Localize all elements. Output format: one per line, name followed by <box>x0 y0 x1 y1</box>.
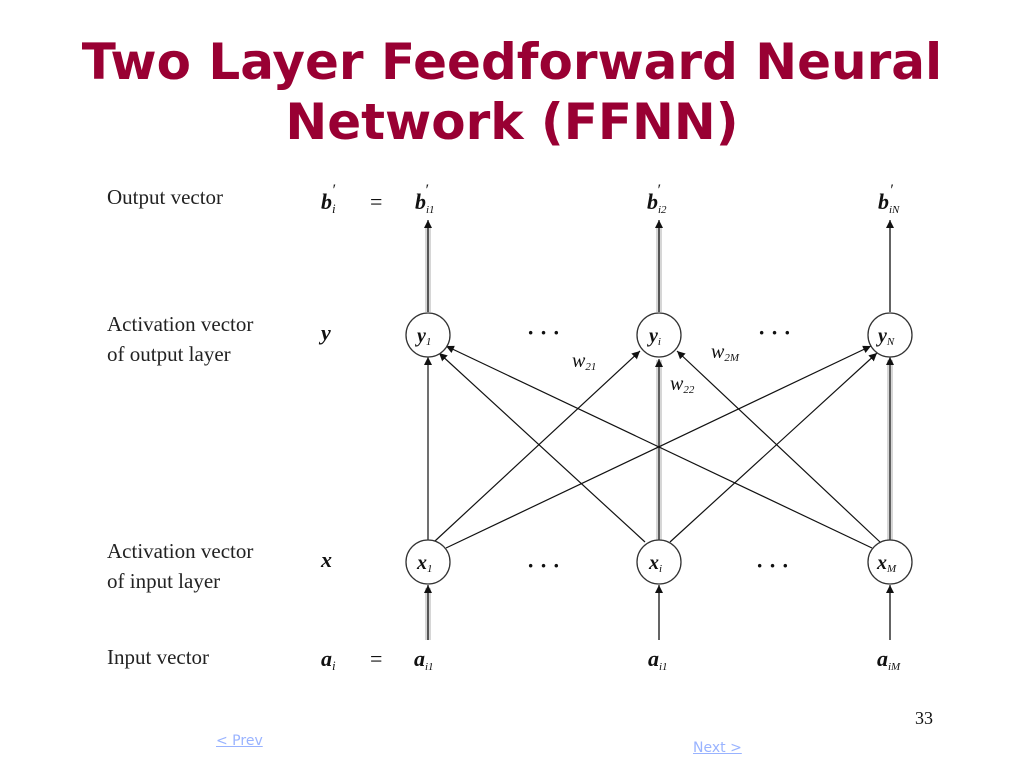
node-xM-label: xM <box>876 552 897 575</box>
output-b-3: biN′ <box>878 182 900 216</box>
edge-x3-y2 <box>676 350 881 543</box>
edge-x2-y3 <box>669 352 878 543</box>
edge-x3-y1 <box>445 345 873 549</box>
node-xi <box>636 539 682 585</box>
input-a-3: aiM <box>877 646 901 673</box>
node-x1 <box>405 539 451 585</box>
symbol-a: ai <box>321 646 336 673</box>
next-link[interactable]: Next > <box>693 740 742 756</box>
symbol-x: x <box>320 547 332 572</box>
symbol-equals-bottom: = <box>370 646 382 671</box>
edge-x1-y2 <box>434 350 641 542</box>
node-x1-label: x1 <box>416 552 433 575</box>
page-number: 33 <box>915 708 933 728</box>
node-xi-label: xi <box>648 552 662 575</box>
label-activation-output-2: of output layer <box>107 342 231 366</box>
node-y1 <box>405 312 451 358</box>
node-yN-label: yN <box>876 325 895 348</box>
ellipsis-input-left: · · · <box>527 553 560 578</box>
prev-link[interactable]: < Prev <box>216 733 263 749</box>
symbol-b-prime: bi′ <box>321 182 336 216</box>
node-yi <box>636 312 682 358</box>
label-output-vector: Output vector <box>107 185 223 209</box>
label-input-vector: Input vector <box>107 645 209 669</box>
symbol-y: y <box>318 320 331 345</box>
slide-title-line-2: Network (FFNN) <box>285 93 739 151</box>
output-b-1: bi1′ <box>415 182 435 216</box>
label-activation-input-1: Activation vector <box>107 539 253 563</box>
edge-x2-y1 <box>438 352 646 543</box>
label-activation-input-2: of input layer <box>107 569 220 593</box>
ellipsis-output-right: · · · <box>758 320 791 345</box>
node-y1-label: y1 <box>415 325 431 348</box>
ellipsis-input-right: · · · <box>756 553 789 578</box>
symbol-equals-top: = <box>370 189 382 214</box>
node-xM <box>867 539 913 585</box>
weight-w2M: w2M <box>711 341 740 364</box>
slide-title-line-1: Two Layer Feedforward Neural <box>81 33 943 91</box>
output-b-2: bi2′ <box>647 182 667 216</box>
ellipsis-output-left: · · · <box>527 320 560 345</box>
weight-w21: w21 <box>572 350 596 373</box>
slide-title: Two Layer Feedforward Neural Network (FF… <box>0 32 1024 152</box>
input-a-1: ai1 <box>414 646 434 673</box>
weight-w22: w22 <box>670 373 695 396</box>
label-activation-output-1: Activation vector <box>107 312 253 336</box>
node-yi-label: yi <box>647 325 661 348</box>
input-a-2: ai1 <box>648 646 668 673</box>
node-yN <box>867 312 913 358</box>
